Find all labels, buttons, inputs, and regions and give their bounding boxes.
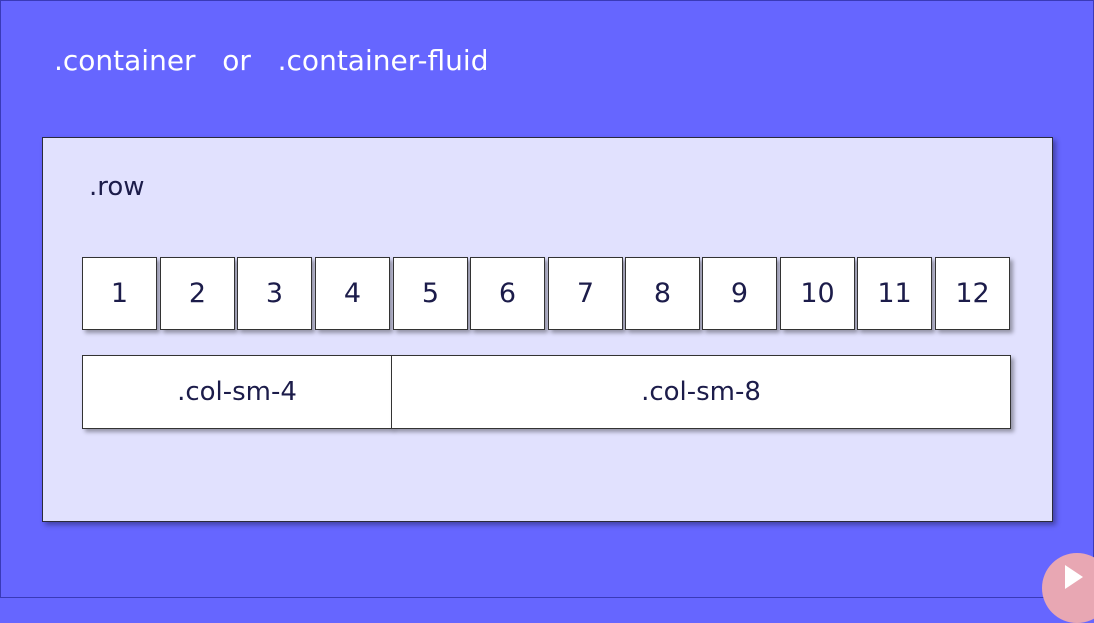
or-connector: or <box>222 44 251 77</box>
grid-cell-11: 11 <box>857 257 932 330</box>
grid-cell-3: 3 <box>237 257 312 330</box>
col-sm-4-box: .col-sm-4 <box>82 355 392 429</box>
grid-cell-8: 8 <box>625 257 700 330</box>
grid-cell-4: 4 <box>315 257 390 330</box>
grid-cell-12: 12 <box>935 257 1010 330</box>
grid-cell-5: 5 <box>393 257 468 330</box>
grid-cell-2: 2 <box>160 257 235 330</box>
row-box: .row 1 2 3 4 5 6 7 8 9 10 11 12 .col-sm-… <box>42 137 1053 522</box>
container-title: .container or .container-fluid <box>54 44 488 77</box>
play-icon <box>1065 565 1083 589</box>
container-fluid-label: .container-fluid <box>277 44 489 77</box>
grid-cell-7: 7 <box>548 257 623 330</box>
grid-cell-1: 1 <box>82 257 157 330</box>
container-label: .container <box>54 44 196 77</box>
grid-cell-10: 10 <box>780 257 855 330</box>
col-sm-8-box: .col-sm-8 <box>391 355 1011 429</box>
grid-cell-9: 9 <box>702 257 777 330</box>
grid-cell-6: 6 <box>470 257 545 330</box>
row-label: .row <box>89 172 145 202</box>
